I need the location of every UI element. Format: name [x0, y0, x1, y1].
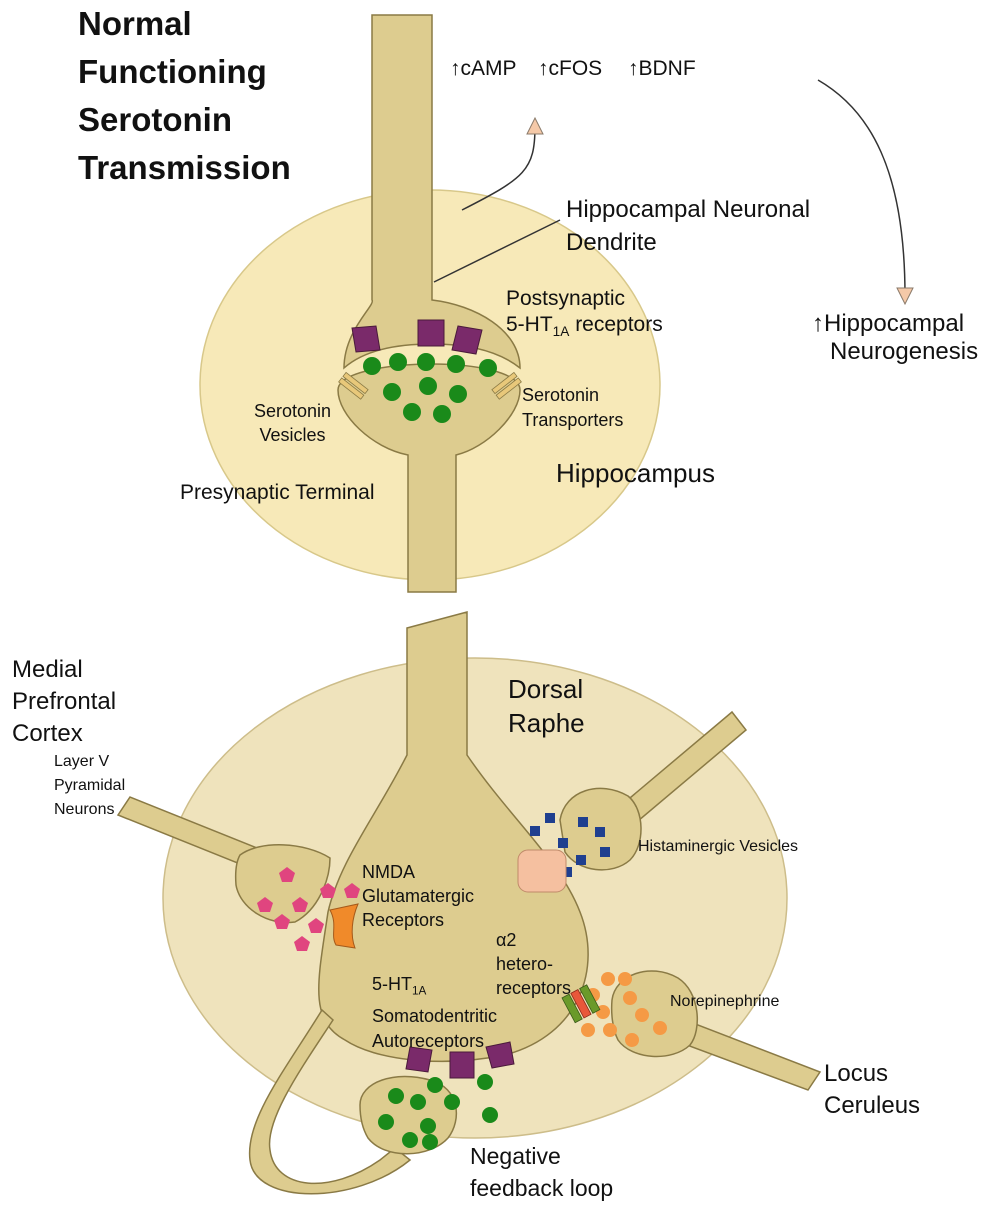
cfos-label: ↑cFOS [538, 57, 603, 80]
pyramidal-label: Layer V Pyramidal Neurons [54, 750, 125, 822]
serotonin-vesicle [479, 359, 497, 377]
serotonin-vesicle [417, 353, 435, 371]
norepinephrine-label: Norepinephrine [670, 993, 780, 1010]
mpfc-line: Cortex [12, 720, 83, 747]
histamine-receptor [517, 849, 567, 893]
nmda-receptor [329, 903, 359, 949]
mpfc-label: Medial Prefrontal Cortex [12, 654, 116, 750]
dendrite-line: Dendrite [566, 229, 657, 256]
alpha2-line: receptors [496, 978, 572, 998]
title-line: Serotonin [78, 101, 232, 138]
postsynaptic-receptor [451, 325, 483, 355]
postsynaptic-receptor [351, 325, 381, 353]
negative-feedback-label: Negative feedback loop [470, 1140, 613, 1204]
title-line: Normal [78, 5, 192, 42]
serotonin-transporter-right [491, 371, 522, 400]
pyramidal-line: Pyramidal [54, 777, 126, 794]
recurrent-collateral [248, 1008, 412, 1195]
serotonin-vesicle [383, 383, 401, 401]
autoreceptor [405, 1046, 433, 1073]
serotonin-vesicle [389, 353, 407, 371]
autoreceptor-line: Somatodentritic [372, 1005, 498, 1026]
nmda-line: Receptors [362, 910, 445, 930]
neurogenesis-line: ↑Hippocampal [812, 310, 965, 337]
transporters-line: Transporters [522, 410, 624, 430]
feedback-line: feedback loop [470, 1175, 614, 1201]
mpfc-line: Prefrontal [12, 688, 117, 715]
autoreceptor-prefix: 5-HT [372, 974, 412, 994]
receptor-suffix: receptors [569, 313, 663, 336]
postsynaptic-line: 5-HT1A receptors [506, 312, 663, 345]
neurogenesis-line: Neurogenesis [830, 337, 979, 365]
title-line: Transmission [78, 149, 291, 186]
nmda-label: NMDA Glutamatergic Receptors [362, 860, 474, 932]
autoreceptor [485, 1041, 515, 1069]
autoreceptor-line: 5-HT1A [372, 972, 497, 1004]
pyramidal-line: Layer V [54, 753, 110, 770]
serotonin-vesicle [447, 355, 465, 373]
dendrite-leader-line [433, 219, 561, 283]
raphe-line: Dorsal [508, 674, 584, 704]
dorsal-raphe-label: Dorsal Raphe [508, 672, 585, 740]
glutamate-molecules [257, 867, 360, 951]
serotonin-vesicle [419, 377, 437, 395]
serotonin-transporters-label: Serotonin Transporters [522, 383, 623, 433]
presynaptic-terminal-label: Presynaptic Terminal [180, 481, 375, 504]
alpha2-line: α2 [496, 930, 517, 950]
serotonin-vesicles-label: Serotonin Vesicles [254, 399, 331, 447]
vesicles-line: Serotonin [254, 401, 332, 421]
camp-label: ↑cAMP [450, 57, 517, 80]
postsynaptic-receptor [417, 319, 445, 347]
pyramidal-line: Neurons [54, 801, 115, 818]
histaminergic-label: Histaminergic Vesicles [638, 838, 799, 855]
bdnf-label: ↑BDNF [628, 57, 696, 80]
title-line: Functioning [78, 53, 267, 90]
nmda-line: Glutamatergic [362, 886, 475, 906]
autoreceptor-subscript: 1A [412, 984, 427, 998]
locus-line: Ceruleus [824, 1092, 921, 1119]
receptor-prefix: 5-HT [506, 313, 553, 336]
serotonin-vesicle [449, 385, 467, 403]
locus-line: Locus [824, 1060, 889, 1087]
neurogenesis-label: ↑Hippocampal Neurogenesis [812, 310, 978, 365]
autoreceptor-line: Autoreceptors [372, 1030, 485, 1051]
autoreceptor [449, 1051, 475, 1079]
feedback-serotonin-vesicles [378, 1074, 498, 1150]
nmda-line: NMDA [362, 862, 415, 882]
postsynaptic-line: Postsynaptic [506, 287, 626, 310]
serotonin-vesicle [363, 357, 381, 375]
dendrite-label: Hippocampal Neuronal Dendrite [566, 193, 810, 259]
mpfc-line: Medial [12, 656, 83, 683]
dendrite-line: Hippocampal Neuronal [566, 196, 811, 223]
transporters-line: Serotonin [522, 385, 600, 405]
neurogenesis-arrow [817, 79, 905, 296]
signal-arrow [461, 126, 535, 211]
alpha2-label: α2 hetero- receptors [496, 928, 571, 1000]
postsynaptic-label: Postsynaptic 5-HT1A receptors [506, 286, 663, 345]
receptor-subscript: 1A [552, 324, 570, 340]
autoreceptor-label: 5-HT1A Somatodentritic Autoreceptors [372, 972, 497, 1054]
hippocampus-label: Hippocampus [556, 458, 715, 488]
alpha2-heteroreceptor [561, 984, 601, 1024]
serotonin-vesicle [403, 403, 421, 421]
feedback-line: Negative [470, 1143, 561, 1169]
raphe-line: Raphe [508, 708, 585, 738]
page-title: Normal Functioning Serotonin Transmissio… [78, 0, 291, 192]
vesicles-line: Vesicles [259, 425, 326, 445]
locus-ceruleus-label: Locus Ceruleus [824, 1058, 920, 1122]
serotonin-transporter-left [338, 371, 369, 400]
alpha2-line: hetero- [496, 954, 554, 974]
serotonin-vesicle [433, 405, 451, 423]
